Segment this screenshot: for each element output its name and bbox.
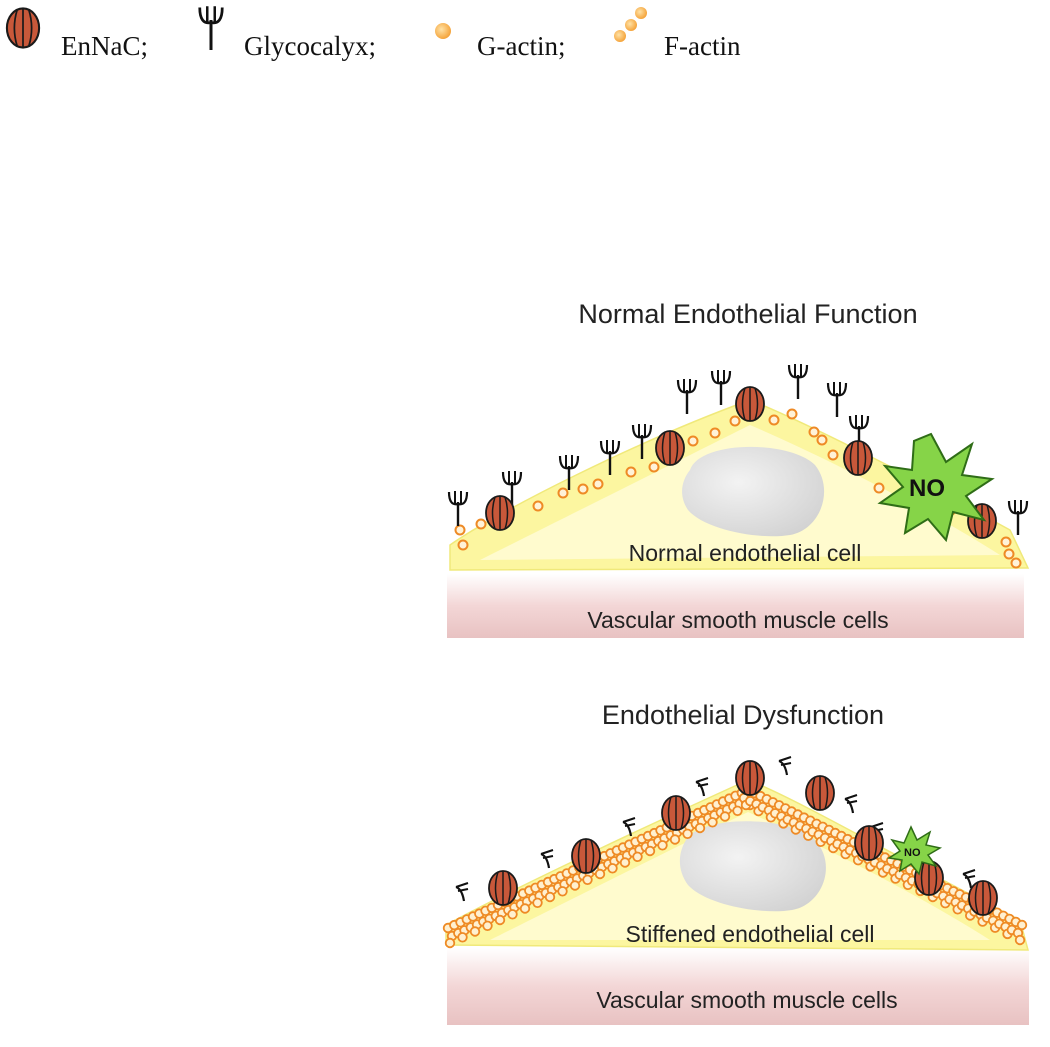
normal-g-actin	[873, 482, 885, 494]
f-actin-bead	[669, 834, 681, 845]
f-actin-bead	[619, 857, 631, 868]
glycocalyx-icon	[1007, 498, 1029, 537]
normal-g-actin	[1010, 557, 1022, 569]
normal-g-actin	[454, 524, 466, 536]
f-actin-bead	[607, 863, 618, 874]
normal-g-actin	[808, 426, 820, 438]
normal-g-actin	[786, 408, 798, 420]
normal-g-actin	[532, 500, 544, 512]
normal-panel: Normal Endothelial Function Vascular smo…	[447, 299, 1030, 638]
ennac-channel-icon	[485, 495, 515, 531]
normal-g-actin	[768, 414, 780, 426]
ennac-channel-icon	[655, 430, 685, 466]
glycocalyx-icon	[676, 377, 698, 416]
normal-g-actin	[816, 434, 828, 446]
dysfunction-panel: Endothelial Dysfunction Vascular smooth …	[442, 700, 1029, 1025]
normal-g-actin	[592, 478, 604, 490]
normal-g-actin	[475, 518, 487, 530]
f-actin-bead	[544, 891, 556, 903]
g-actin-icon	[435, 23, 451, 39]
normal-g-actin	[625, 466, 637, 478]
f-actin-bead	[694, 822, 706, 834]
dysfunction-panel-title: Endothelial Dysfunction	[602, 700, 884, 730]
normal-panel-title: Normal Endothelial Function	[578, 299, 917, 329]
f-actin-bead	[682, 828, 693, 840]
legend-glycocalyx-label: Glycocalyx;	[244, 31, 376, 61]
normal-g-actin	[577, 483, 589, 495]
glycocalyx-icon	[539, 848, 555, 870]
ennac-channel-icon	[735, 760, 765, 796]
normal-g-actin	[729, 415, 741, 427]
normal-g-actin	[827, 449, 839, 461]
f-actin-bead	[594, 868, 606, 880]
ennac-channel-icon	[843, 440, 873, 476]
f-actin-bead	[1014, 934, 1026, 946]
f-actin-bead	[657, 840, 668, 851]
dysfunction-muscle-label: Vascular smooth muscle cells	[596, 987, 897, 1013]
legend-ennac-label: EnNaC;	[61, 31, 148, 61]
legend-factin-label: F-actin	[664, 31, 741, 61]
f-actin-bead	[469, 926, 481, 937]
legend: EnNaC; Glycocalyx; G-actin; F-actin	[5, 4, 741, 61]
normal-g-actin	[648, 461, 660, 473]
normal-cell-label: Normal endothelial cell	[629, 540, 862, 566]
normal-g-actin	[1000, 536, 1012, 548]
f-actin-bead	[1016, 919, 1028, 931]
normal-nucleus	[682, 446, 825, 537]
normal-no-burst: NO	[877, 432, 995, 543]
f-actin-bead	[494, 914, 506, 926]
dysfunction-nucleus	[679, 821, 826, 912]
ennac-channel-icon	[5, 7, 41, 49]
dysfunction-muscle-layer	[447, 948, 1029, 1025]
f-actin-bead	[457, 932, 468, 943]
ennac-channel-icon	[968, 880, 998, 916]
f-actin-bead	[482, 920, 493, 932]
f-actin-bead	[444, 937, 456, 949]
glycocalyx-icon	[777, 755, 793, 777]
normal-muscle-layer	[447, 574, 1024, 638]
ennac-channel-icon	[661, 795, 691, 831]
glycocalyx-icon	[447, 489, 469, 528]
normal-g-actin	[1003, 548, 1015, 560]
ennac-channel-icon	[571, 838, 601, 874]
dysfunction-f-actin-layer	[442, 784, 1028, 949]
legend-gactin-label: G-actin;	[477, 31, 565, 61]
normal-g-actin	[557, 487, 569, 499]
f-actin-bead	[707, 817, 718, 828]
f-actin-bead	[644, 845, 656, 857]
dysfunction-cell-label: Stiffened endothelial cell	[626, 921, 875, 947]
normal-g-actin	[709, 427, 721, 439]
glycocalyx-icon	[454, 881, 470, 903]
f-actin-bead	[507, 909, 518, 920]
normal-g-actin	[687, 435, 699, 447]
glycocalyx-icon	[198, 4, 224, 52]
normal-no-label: NO	[909, 475, 945, 502]
f-actin-bead	[632, 851, 643, 863]
f-actin-bead	[532, 897, 543, 909]
dysfunction-no-label: NO	[904, 847, 921, 859]
ennac-channel-icon	[805, 775, 835, 811]
f-actin-bead	[557, 886, 568, 897]
glycocalyx-icon	[787, 362, 809, 401]
glycocalyx-icon	[843, 793, 859, 815]
ennac-channel-icon	[854, 825, 884, 861]
ennac-channel-icon	[735, 386, 765, 422]
dysfunction-no-burst: NO	[886, 825, 943, 876]
f-actin-icon	[614, 7, 647, 42]
f-actin-bead	[569, 880, 581, 891]
glycocalyx-icon	[826, 380, 848, 419]
glycocalyx-icon	[710, 368, 732, 407]
ennac-channel-icon	[488, 870, 518, 906]
f-actin-bead	[732, 805, 743, 817]
normal-g-actin	[457, 539, 469, 551]
f-actin-bead	[519, 903, 531, 914]
f-actin-bead	[582, 874, 593, 886]
f-actin-bead	[719, 811, 731, 822]
glycocalyx-icon	[694, 776, 710, 798]
normal-muscle-label: Vascular smooth muscle cells	[587, 607, 888, 633]
